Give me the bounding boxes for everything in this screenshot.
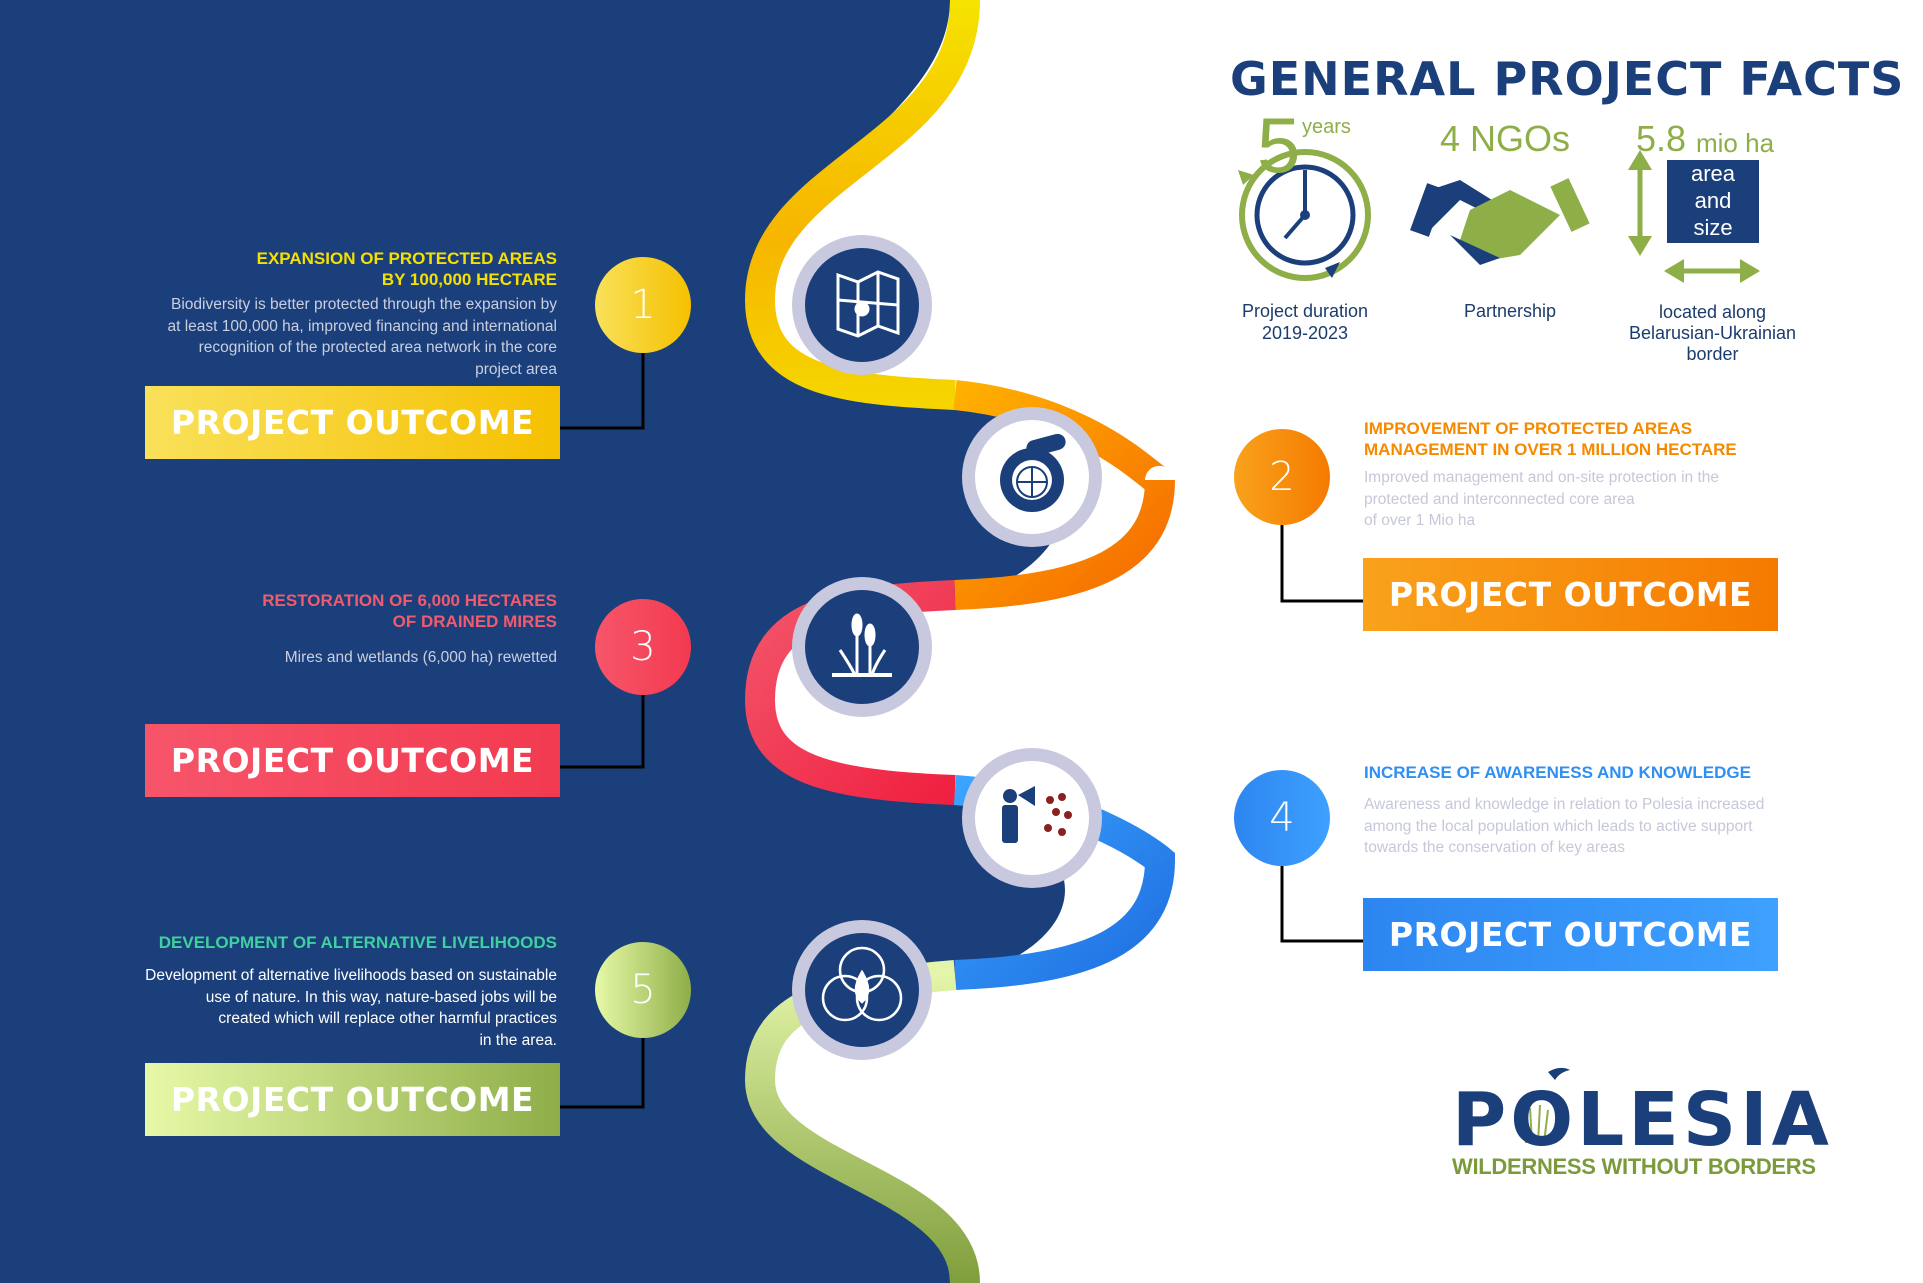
outcome-2-heading-line1: IMPROVEMENT OF PROTECTED AREAS	[1364, 419, 1693, 438]
outcome-1-heading: EXPANSION OF PROTECTED AREAS BY 100,000 …	[145, 248, 557, 290]
duration-number: 5	[1257, 101, 1301, 189]
number-circle-5: 5	[630, 967, 656, 1013]
project-outcome-button-1[interactable]: PROJECT OUTCOME	[170, 403, 535, 442]
number-circle-4-bg	[1234, 770, 1330, 866]
icon-disc-4	[962, 748, 1102, 888]
outcome-5-heading: DEVELOPMENT OF ALTERNATIVE LIVELIHOODS	[145, 932, 557, 953]
snake-segment-yellow	[744, 0, 980, 410]
outcome-4-heading: INCREASE OF AWARENESS AND KNOWLEDGE	[1364, 762, 1804, 783]
outcome-1-desc-line: project area	[475, 360, 557, 378]
outcome-2-desc-line: protected and interconnected core area	[1364, 490, 1635, 508]
logo-tagline: WILDERNESS WITHOUT BORDERS	[1452, 1154, 1816, 1179]
number-circle-3-bg	[595, 599, 691, 695]
connector-lines	[560, 353, 1363, 1109]
outcome-3-heading-line1: RESTORATION OF 6,000 HECTARES	[262, 591, 557, 610]
logo-name: POLESIA	[1452, 1077, 1833, 1163]
number-circle-2-bg	[1234, 429, 1330, 525]
duration-label-line1: Project duration	[1241, 301, 1369, 321]
outcome-3-description: Mires and wetlands (6,000 ha) rewetted	[90, 647, 557, 669]
area-box-line3: size	[1693, 215, 1733, 240]
reeds-icon	[832, 613, 892, 677]
water-drop-circles-icon	[821, 946, 903, 1022]
outcome-box-4-bg	[1363, 898, 1778, 971]
number-circle-1: 1	[630, 282, 656, 328]
area-unit: mio ha	[1696, 128, 1775, 158]
duration-unit: years	[1302, 116, 1351, 138]
number-circle-3: 3	[630, 624, 656, 670]
facts-title: GENERAL PROJECT FACTS	[1230, 52, 1905, 106]
project-outcome-button-4[interactable]: PROJECT OUTCOME	[1388, 915, 1753, 954]
area-box-line2: and	[1694, 188, 1732, 213]
outcome-2-heading-line2: MANAGEMENT IN OVER 1 MILLION HECTARE	[1364, 440, 1737, 459]
area-box-line1: area	[1690, 161, 1736, 186]
outcome-2-heading: IMPROVEMENT OF PROTECTED AREAS MANAGEMEN…	[1364, 418, 1804, 460]
logo-grass-icon	[1521, 1104, 1549, 1144]
outcome-4-description: Awareness and knowledge in relation to P…	[1364, 794, 1824, 859]
logo-bird-icon	[1548, 1067, 1570, 1080]
number-circle-1-bg	[595, 257, 691, 353]
project-outcome-button-2[interactable]: PROJECT OUTCOME	[1388, 575, 1753, 614]
outcome-1-heading-line2: BY 100,000 HECTARE	[381, 270, 557, 289]
number-circle-2: 2	[1269, 454, 1295, 500]
outcome-3-heading: RESTORATION OF 6,000 HECTARES OF DRAINED…	[145, 590, 557, 632]
outcome-5-heading-line1: DEVELOPMENT OF ALTERNATIVE LIVELIHOODS	[158, 933, 557, 952]
icon-disc-3	[792, 577, 932, 717]
number-circle-5-bg	[595, 942, 691, 1038]
outcome-3-desc-line: Mires and wetlands (6,000 ha) rewetted	[284, 649, 557, 666]
outcome-4-heading-line1: INCREASE OF AWARENESS AND KNOWLEDGE	[1364, 763, 1751, 782]
partnership-value: 4 NGOs	[1440, 118, 1571, 159]
clock-icon	[1238, 149, 1371, 281]
area-box-bg	[1667, 160, 1759, 243]
map-icon	[836, 270, 900, 338]
outcome-box-3-bg	[145, 724, 560, 797]
outcome-1-desc-line: Biodiversity is better protected through…	[170, 296, 557, 313]
outcome-5-description: Development of alternative livelihoods b…	[90, 965, 557, 1051]
megaphone-crowd-icon	[1002, 786, 1072, 843]
outcome-5-desc-line: in the area.	[479, 1031, 557, 1049]
project-outcome-button-5[interactable]: PROJECT OUTCOME	[170, 1080, 535, 1119]
project-outcome-button-3[interactable]: PROJECT OUTCOME	[170, 741, 535, 780]
gear-globe-icon	[1000, 433, 1066, 512]
outcome-3-heading-line2: OF DRAINED MIRES	[392, 612, 557, 631]
outcome-box-1-bg	[145, 386, 560, 459]
area-label-line1: located along	[1658, 302, 1767, 322]
number-circle-4: 4	[1269, 795, 1295, 841]
handshake-icon	[1410, 178, 1590, 265]
outcome-box-2-bg	[1363, 558, 1778, 631]
area-arrows-icon	[1628, 150, 1760, 283]
outcome-2-desc-line: of over 1 Mio ha	[1364, 512, 1476, 529]
outcome-1-description: Biodiversity is better protected through…	[90, 294, 558, 380]
outcome-4-desc-line: among the local population which leads t…	[1364, 817, 1753, 835]
area-value: 5.8	[1636, 118, 1687, 159]
partnership-label: Partnership	[1463, 301, 1557, 321]
area-label-line2: Belarusian-Ukrainian	[1628, 323, 1797, 343]
duration-label-line2: 2019-2023	[1261, 323, 1349, 343]
outcome-1-desc-line: recognition of the protected area networ…	[198, 339, 557, 356]
area-label-line3: border	[1686, 344, 1739, 364]
outcome-box-5-bg	[145, 1063, 560, 1136]
outcome-2-description: Improved management and on-site protecti…	[1364, 467, 1804, 532]
outcome-1-heading-line1: EXPANSION OF PROTECTED AREAS	[256, 249, 557, 268]
outcome-5-desc-line: Development of alternative livelihoods b…	[145, 967, 557, 984]
outcome-1-desc-line: at least 100,000 ha, improved financing …	[167, 317, 558, 335]
outcome-5-desc-line: use of nature. In this way, nature-based…	[205, 988, 557, 1006]
outcome-4-desc-line: Awareness and knowledge in relation to P…	[1364, 796, 1765, 813]
outcome-5-desc-line: created which will replace other harmful…	[218, 1010, 557, 1027]
outcome-2-desc-line: Improved management and on-site protecti…	[1364, 469, 1719, 486]
outcome-4-desc-line: towards the conservation of key areas	[1364, 839, 1626, 856]
